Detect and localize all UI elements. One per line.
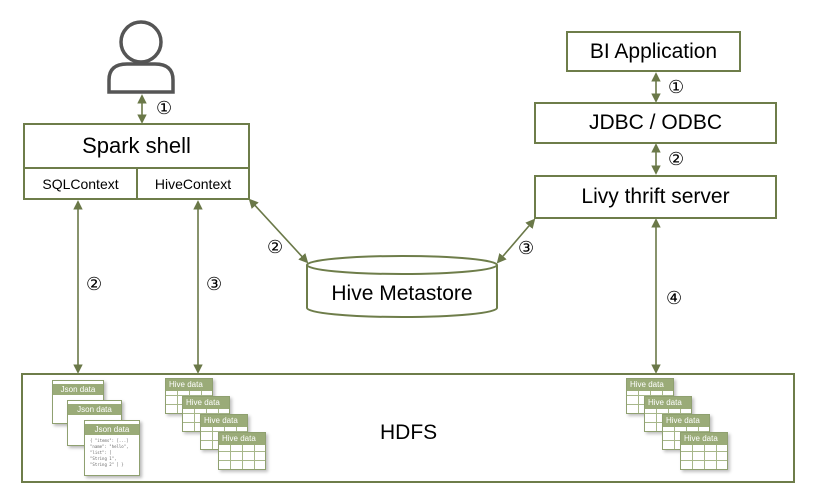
- sqlcontext-box: SQLContext: [23, 167, 138, 200]
- json-snippet-line: "name": "hello",: [90, 444, 129, 449]
- jdbc-odbc-box: JDBC / ODBC: [534, 102, 777, 144]
- json-snippet: { "items": [...] "name": "hello", "list"…: [90, 438, 129, 468]
- hive-table-title: Hive data: [630, 380, 664, 389]
- step-livy-hdfs: ④: [666, 288, 683, 309]
- hive-table-title: Hive data: [222, 434, 256, 443]
- hivecontext-box: HiveContext: [136, 167, 250, 200]
- hive-table-title: Hive data: [684, 434, 718, 443]
- hivecontext-label: HiveContext: [154, 175, 232, 192]
- spark-shell-box: Spark shell: [23, 123, 250, 169]
- hive-table-title: Hive data: [186, 398, 220, 407]
- step-hive-hdfs: ③: [206, 274, 223, 295]
- arrow-spark-metastore: [248, 198, 309, 264]
- json-snippet-line: { "items": [...]: [90, 438, 129, 443]
- json-snippet-line: "list": [: [90, 450, 112, 455]
- hive-table-title: Hive data: [666, 416, 700, 425]
- step-sql-hdfs: ②: [86, 274, 103, 295]
- spark-shell-title: Spark shell: [82, 133, 191, 158]
- json-doc: Json data { "items": [...] "name": "hell…: [84, 420, 140, 476]
- step-jdbc-livy: ②: [668, 149, 685, 170]
- step-livy-metastore: ③: [518, 238, 535, 259]
- user-icon: [107, 20, 175, 94]
- hive-table-title: Hive data: [648, 398, 682, 407]
- json-snippet-line: "String 2" ] }: [90, 462, 124, 467]
- step-user-spark: ①: [156, 98, 173, 119]
- livy-label: Livy thrift server: [581, 185, 730, 208]
- bi-application-box: BI Application: [566, 31, 741, 72]
- bi-application-label: BI Application: [589, 39, 718, 63]
- metastore-cylinder: [306, 255, 498, 318]
- jdbc-odbc-label: JDBC / ODBC: [588, 111, 722, 134]
- json-snippet-line: "String 1",: [90, 456, 117, 461]
- json-doc-title: Json data: [68, 404, 121, 415]
- hive-table: Hive data: [680, 432, 728, 470]
- hive-table-title: Hive data: [204, 416, 238, 425]
- json-doc-title: Json data: [85, 424, 139, 435]
- arrow-livy-metastore: [496, 218, 536, 264]
- hive-table: Hive data: [218, 432, 266, 470]
- json-doc-title: Json data: [53, 384, 103, 395]
- step-spark-metastore: ②: [267, 237, 284, 258]
- hive-table-title: Hive data: [169, 380, 203, 389]
- hdfs-label: HDFS: [380, 421, 438, 444]
- step-bi-jdbc: ①: [668, 77, 685, 98]
- livy-box: Livy thrift server: [534, 175, 777, 219]
- sqlcontext-label: SQLContext: [42, 175, 119, 192]
- metastore-label: Hive Metastore: [331, 282, 473, 305]
